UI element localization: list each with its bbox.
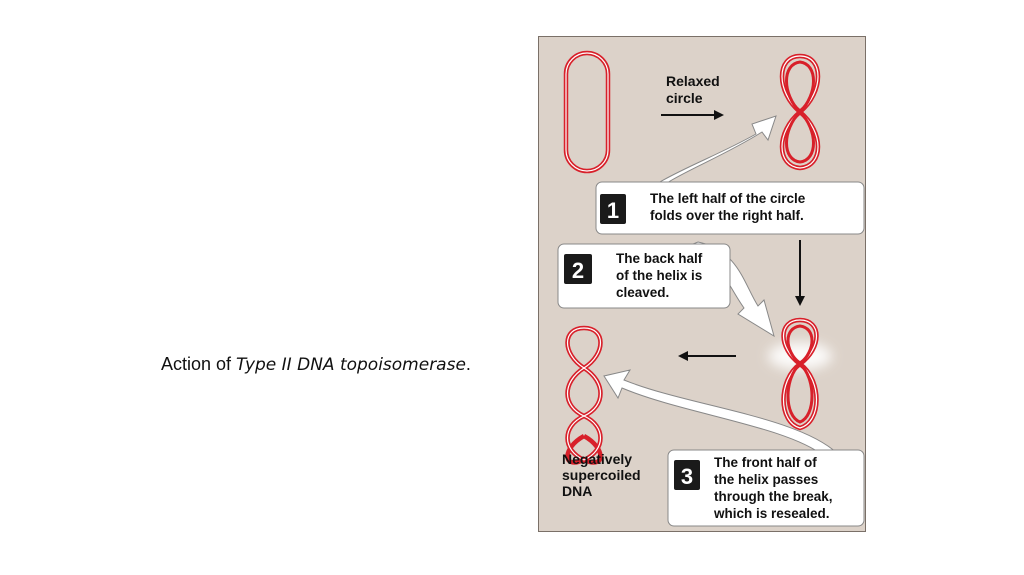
relaxed-label-line-1: Relaxed — [666, 73, 720, 89]
figure-caption: Action of Type II DNA topoisomerase. — [161, 354, 471, 375]
step-3-line-2: the helix passes — [714, 472, 818, 487]
caption-suffix: . — [465, 354, 471, 374]
step-3-line-3: through the break, — [714, 489, 833, 504]
step-1-callout: 1 The left half of the circle folds over… — [595, 115, 865, 235]
arrow-left-icon — [678, 351, 736, 361]
step-3-callout: 3 The front half of the helix passes thr… — [603, 369, 865, 527]
caption-italic: Type II DNA topoisomerase — [236, 355, 466, 375]
relaxed-circle-label: Relaxed circle — [666, 73, 720, 106]
step-1-badge — [600, 194, 626, 224]
relaxed-circle-dna — [563, 50, 611, 174]
arrow-right-icon — [661, 110, 724, 120]
step-2-line-3: cleaved. — [616, 285, 669, 300]
step-3-badge — [674, 460, 700, 490]
step-1-number: 1 — [607, 198, 619, 223]
step-1-line-1: The left half of the circle — [650, 191, 806, 206]
step-2-line-1: The back half — [616, 251, 703, 266]
step-2-number: 2 — [572, 258, 584, 283]
supercoiled-label-line-1: Negatively — [562, 451, 632, 467]
step-2-badge — [564, 254, 592, 284]
step-2-callout: 2 The back half of the helix is cleaved. — [557, 241, 775, 338]
step-2-line-2: of the helix is — [616, 268, 702, 283]
topoisomerase-diagram: Relaxed circle 1 The left half of the ci… — [538, 36, 866, 532]
step-3-line-1: The front half of — [714, 455, 817, 470]
supercoiled-dna — [565, 325, 603, 465]
supercoiled-label-line-2: supercoiled — [562, 467, 641, 483]
step-3-line-4: which is resealed. — [713, 506, 830, 521]
caption-prefix: Action of — [161, 354, 237, 374]
supercoiled-label-line-3: DNA — [562, 483, 592, 499]
step-1-line-2: folds over the right half. — [650, 208, 804, 223]
folded-helix-dna — [779, 53, 821, 171]
arrow-down-icon — [795, 240, 805, 306]
supercoiled-label: Negatively supercoiled DNA — [562, 451, 641, 499]
step-3-number: 3 — [681, 464, 693, 489]
cleaved-helix-dna — [768, 317, 832, 431]
relaxed-label-line-2: circle — [666, 90, 703, 106]
